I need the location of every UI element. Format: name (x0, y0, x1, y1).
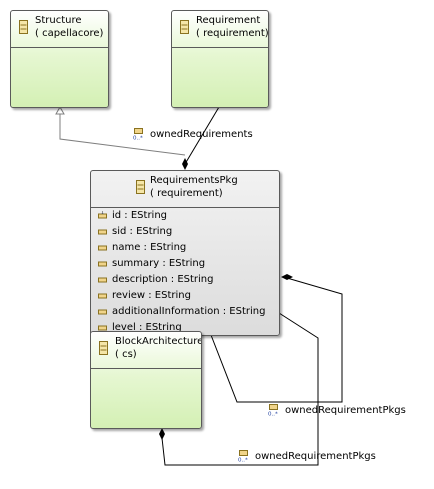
attribute-icon (98, 293, 107, 298)
requirements-pkg-class[interactable]: RequirementsPkg ( requirement) 1 id : ES… (90, 170, 280, 336)
requirements-pkg-class-header: RequirementsPkg ( requirement) (91, 171, 279, 207)
attribute-icon (98, 245, 107, 250)
owned-requirements-edge[interactable] (184, 106, 220, 165)
attribute-row[interactable]: additionalInformation : EString (98, 306, 265, 320)
structure-class[interactable]: Structure ( capellacore) (10, 10, 109, 108)
structure-class-header: Structure ( capellacore) (11, 11, 108, 47)
class-icon (99, 341, 108, 355)
structure-class-package: ( capellacore) (35, 28, 104, 39)
class-icon (180, 20, 189, 34)
attribute-row[interactable]: sid : EString (98, 226, 172, 240)
attribute-icon (98, 277, 107, 282)
attribute-icon (98, 309, 107, 314)
attribute-row[interactable]: level : EString (98, 322, 182, 335)
requirement-class-package: ( requirement) (196, 28, 269, 39)
attribute-row[interactable]: 1 id : EString (98, 210, 167, 224)
owned-requirements-label[interactable]: 0..* ownedRequirements (133, 128, 253, 140)
attribute-icon (98, 229, 107, 234)
reference-icon: 0..* (238, 450, 248, 463)
requirement-class-header: Requirement ( requirement) (172, 11, 268, 47)
svg-text:0..*: 0..* (268, 412, 278, 417)
attribute-row[interactable]: name : EString (98, 242, 186, 256)
owned-requirement-pkgs-diamond-2 (159, 428, 165, 440)
owned-requirement-pkgs-label-1[interactable]: 0..* ownedRequirementPkgs (268, 404, 406, 416)
reference-icon: 0..* (268, 404, 278, 417)
reference-icon: 0..* (133, 128, 143, 141)
class-icon (19, 20, 28, 34)
owned-requirement-pkgs-label-2[interactable]: 0..* ownedRequirementPkgs (238, 450, 376, 462)
structure-class-name: Structure (35, 15, 82, 26)
generalization-arrowhead (55, 105, 65, 115)
svg-text:0..*: 0..* (133, 136, 143, 141)
svg-text:1: 1 (101, 211, 104, 216)
id-attribute-icon: 1 (98, 211, 107, 218)
svg-text:0..*: 0..* (238, 458, 248, 463)
block-architecture-class-package: ( cs) (115, 349, 137, 360)
block-architecture-class-separator (91, 368, 201, 369)
requirements-pkg-class-package: ( requirement) (150, 188, 223, 199)
attribute-row[interactable]: review : EString (98, 290, 191, 304)
owned-requirement-pkgs-diamond-1 (281, 274, 293, 280)
attribute-icon (98, 261, 107, 266)
owned-requirements-diamond (182, 158, 188, 170)
requirement-class-name: Requirement (196, 15, 261, 26)
attribute-row[interactable]: description : EString (98, 274, 214, 288)
block-architecture-class-name: BlockArchitecture (115, 336, 202, 347)
owned-requirement-pkgs-edge-2[interactable] (161, 312, 319, 466)
block-architecture-class-header: BlockArchitecture ( cs) (91, 332, 201, 368)
owned-requirement-pkgs-edge-1[interactable] (210, 277, 343, 403)
requirements-pkg-class-separator (91, 207, 279, 208)
class-icon (136, 180, 145, 194)
attribute-icon (98, 325, 107, 330)
generalization-edge[interactable] (59, 113, 186, 156)
block-architecture-class[interactable]: BlockArchitecture ( cs) (90, 331, 202, 429)
requirement-class-separator (172, 47, 268, 48)
attribute-row[interactable]: summary : EString (98, 258, 205, 272)
structure-class-separator (11, 47, 108, 48)
requirement-class[interactable]: Requirement ( requirement) (171, 10, 269, 108)
requirements-pkg-class-name: RequirementsPkg (150, 175, 238, 186)
